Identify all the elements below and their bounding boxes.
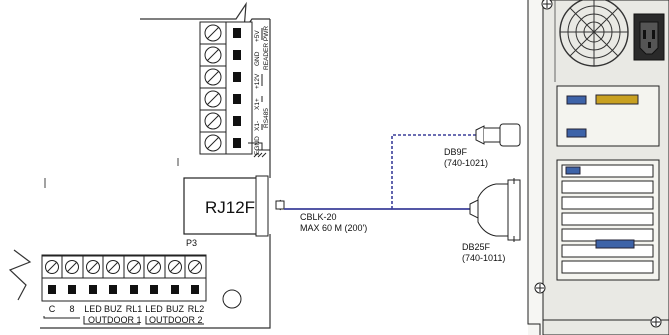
- serial-port-icon: [566, 95, 587, 105]
- outdoor-1-bracket: [83, 316, 140, 325]
- terminal-label-gnd: GND: [254, 51, 261, 66]
- terminal-label: C: [49, 304, 56, 314]
- terminal-label-12v: +12V: [254, 73, 261, 89]
- port-label-p3: P3: [186, 238, 197, 248]
- expansion-slots: [556, 159, 660, 281]
- terminal-screw: [184, 255, 207, 279]
- terminal-label-x1-plus: X1+: [254, 98, 261, 110]
- terminal-label: BUZ: [104, 304, 123, 314]
- expansion-slot: [561, 228, 654, 242]
- ground-icon: [248, 142, 270, 158]
- expansion-slot: [561, 164, 654, 178]
- terminal-screw: [199, 87, 227, 111]
- expansion-slot: [561, 196, 654, 210]
- reader-terminal-block: +5V GND +12V X1+ X1- EGND READER PWR RS4…: [199, 21, 270, 158]
- db9-part: (740-1021): [444, 158, 488, 168]
- terminal-label-egnd: EGND: [254, 136, 261, 155]
- expansion-slot: [561, 260, 654, 274]
- output-screws: [41, 255, 207, 279]
- group-label-rs485: RS485: [263, 108, 270, 128]
- output-contacts: [48, 285, 199, 294]
- cable-length: MAX 60 M (200'): [300, 223, 367, 233]
- screw-icon: [541, 0, 553, 10]
- group-label-reader-pwr: READER PWR: [263, 26, 270, 70]
- io-ports-area: [556, 85, 660, 147]
- output-terminal-block: C 8 LED BUZ RL1 LED BUZ RL2 OUTDOOR 1 OU…: [41, 254, 207, 325]
- terminal-screw: [199, 65, 227, 89]
- db25-adapter: [469, 178, 521, 242]
- db25-part: (740-1011): [462, 253, 505, 263]
- expansion-slot: [561, 180, 654, 194]
- bracket-c8: [43, 316, 80, 319]
- screw-icon: [650, 316, 662, 328]
- rj12-jack: RJ12F P3: [183, 175, 269, 248]
- cable-name: CBLK-20: [300, 212, 337, 222]
- output-labels: C 8 LED BUZ RL1 LED BUZ RL2: [49, 304, 205, 314]
- terminal-screw: [199, 21, 227, 45]
- control-board: [8, 1, 271, 329]
- db25-port-icon: [595, 239, 635, 249]
- terminal-label: 8: [69, 304, 74, 314]
- terminal-label: LED: [84, 304, 102, 314]
- parallel-port-icon: [595, 94, 639, 105]
- terminal-label: RL1: [126, 304, 143, 314]
- terminal-screw: [61, 255, 84, 279]
- terminal-screw: [199, 131, 227, 155]
- screw-icon: [534, 282, 546, 294]
- terminal-screw: [123, 255, 145, 279]
- terminal-screws: [199, 21, 227, 155]
- terminal-label-5v: +5V: [254, 30, 261, 42]
- terminal-contacts: [233, 28, 241, 148]
- terminal-label-x1-minus: X1-: [254, 121, 261, 131]
- mounting-hole: [222, 289, 242, 309]
- expansion-slot: [561, 212, 654, 226]
- db9-name: DB9F: [444, 147, 468, 157]
- cblk-20-cable: [275, 134, 490, 211]
- terminal-screw: [199, 109, 227, 133]
- power-inlet-icon: [633, 13, 665, 61]
- serial-port-icon: [566, 128, 587, 138]
- db25-name: DB25F: [462, 242, 491, 252]
- db9-port-icon: [565, 166, 581, 175]
- group-label-outdoor-2: OUTDOOR 2: [149, 315, 203, 325]
- computer-back-panel: [527, 0, 669, 335]
- terminal-label: BUZ: [166, 304, 185, 314]
- db9-adapter: [475, 123, 521, 147]
- group-label-outdoor-1: OUTDOOR 1: [88, 315, 142, 325]
- terminal-screw: [199, 43, 227, 67]
- rj12-label: RJ12F: [205, 198, 255, 217]
- terminal-label: LED: [145, 304, 163, 314]
- fan-icon: [559, 0, 629, 67]
- terminal-label: RL2: [188, 304, 205, 314]
- outdoor-2-bracket: [145, 316, 204, 325]
